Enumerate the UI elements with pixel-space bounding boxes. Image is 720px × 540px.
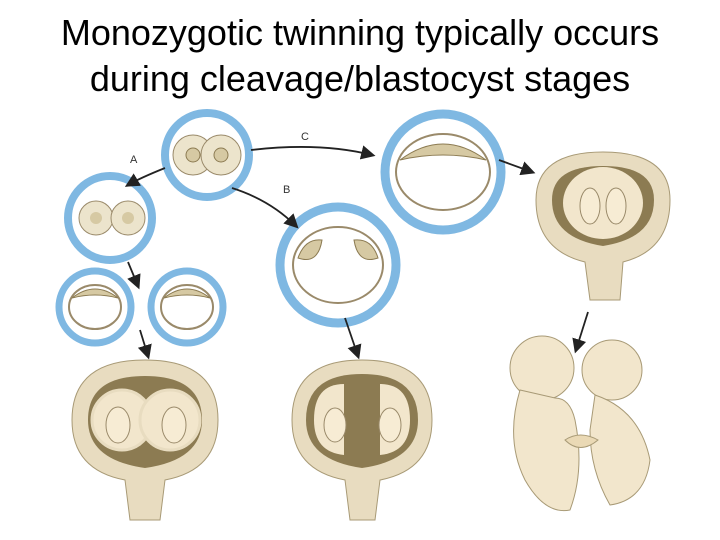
uterus-shared-chorion (291, 359, 433, 521)
path-label-c: C (301, 131, 309, 143)
arrows (124, 145, 589, 360)
separated-embryos (64, 172, 156, 264)
path-label-b: B (283, 184, 290, 196)
path-label-a: A (130, 154, 138, 166)
blastocyst-a-left (55, 267, 135, 347)
blastocyst-b (275, 202, 401, 328)
blastocyst-a-right (147, 267, 227, 347)
title-line-1: Monozygotic twinning typically occurs (60, 12, 660, 53)
title-line-2: during cleavage/blastocyst stages (89, 58, 631, 99)
blastocyst-c (380, 109, 506, 235)
slide-title: Monozygotic twinning typically occurs du… (0, 10, 720, 102)
uterus-single-amnion (535, 151, 671, 301)
conjoined-twins (509, 335, 651, 512)
uterus-separate-chorions (71, 359, 219, 521)
two-cell-embryo-top (161, 109, 253, 201)
